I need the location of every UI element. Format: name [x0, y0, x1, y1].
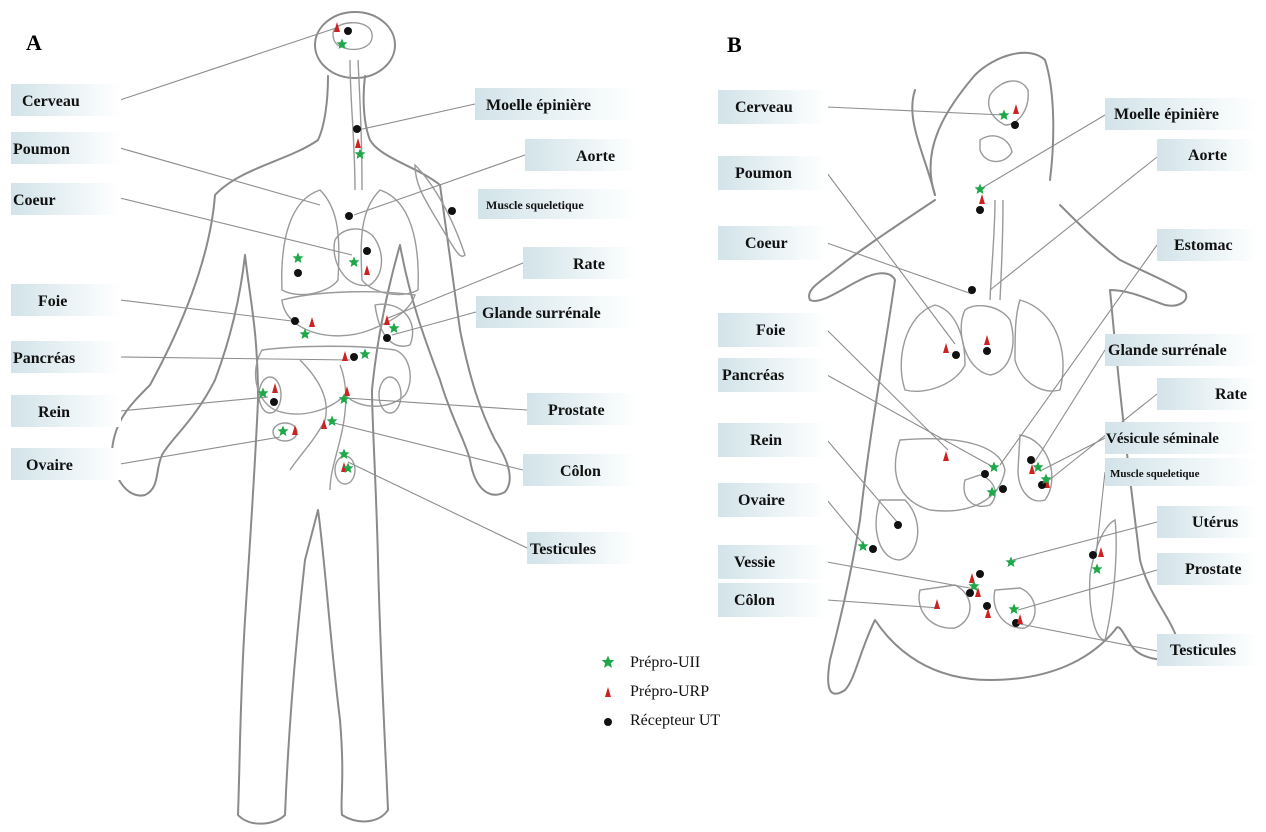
- label-uterus-b: Utérus: [1157, 506, 1258, 538]
- rat-leader-lines: [827, 107, 1157, 651]
- label-estomac-b: Estomac: [1157, 229, 1258, 261]
- label-text: Coeur: [13, 192, 56, 209]
- label-text: Rein: [750, 432, 782, 449]
- label-foie-a: Foie: [11, 284, 121, 316]
- label-glande-a: Glande surrénale: [476, 296, 637, 328]
- legend-label-urp: Prépro-URP: [630, 683, 709, 700]
- label-text: Prostate: [548, 402, 605, 419]
- label-text: Moelle épinière: [1114, 106, 1219, 123]
- label-text: Coeur: [745, 235, 788, 252]
- legend-item-uii: Prépro-UII: [602, 654, 701, 671]
- label-text: Foie: [38, 293, 67, 310]
- star-icon: [602, 656, 615, 668]
- label-rein-b: Rein: [718, 423, 828, 457]
- label-rate-a: Rate: [523, 247, 637, 279]
- rat-markers: [858, 104, 1105, 627]
- label-muscle-a: Muscle squeletique: [478, 189, 637, 219]
- label-text: Muscle squeletique: [1110, 468, 1200, 480]
- label-coeur-b: Coeur: [718, 226, 828, 260]
- label-coeur-a: Coeur: [11, 183, 121, 215]
- label-text: Cerveau: [735, 99, 793, 116]
- label-text: Foie: [756, 322, 785, 339]
- legend-label-uii: Prépro-UII: [630, 654, 700, 671]
- label-foie-b: Foie: [718, 313, 828, 347]
- legend: Prépro-UII Prépro-URP Récepteur UT: [602, 654, 721, 729]
- label-text: Testicules: [1170, 642, 1236, 659]
- label-text: Aorte: [576, 148, 615, 165]
- label-text: Vessie: [734, 554, 775, 571]
- label-text: Ovaire: [26, 457, 73, 474]
- label-poumon-a: Poumon: [11, 132, 121, 164]
- label-vesicule-b: Vésicule séminale: [1105, 422, 1258, 454]
- label-prostate-b: Prostate: [1157, 553, 1258, 585]
- human-leader-lines: [120, 28, 527, 548]
- label-text: Poumon: [735, 165, 792, 182]
- label-ovaire-a: Ovaire: [11, 448, 121, 480]
- label-text: Rate: [1215, 386, 1247, 403]
- label-colon-b: Côlon: [718, 583, 828, 617]
- triangle-icon: [605, 687, 611, 697]
- label-text: Vésicule séminale: [1106, 431, 1219, 447]
- label-aorte-a: Aorte: [525, 139, 637, 171]
- legend-item-ut: Récepteur UT: [604, 712, 720, 729]
- label-text: Testicules: [530, 541, 596, 558]
- dot-icon: [604, 718, 612, 726]
- label-testicules-a: Testicules: [527, 532, 637, 564]
- rat-drawing: [809, 53, 1186, 694]
- human-markers: [258, 22, 457, 473]
- label-cerveau-b: Cerveau: [718, 90, 828, 124]
- label-aorte-b: Aorte: [1157, 139, 1258, 171]
- label-muscle-b: Muscle squeletique: [1105, 458, 1258, 486]
- label-text: Aorte: [1188, 147, 1227, 164]
- label-testicules-b: Testicules: [1157, 634, 1258, 666]
- label-ovaire-b: Ovaire: [718, 483, 828, 517]
- label-text: Estomac: [1174, 237, 1233, 254]
- label-glande-b: Glande surrénale: [1105, 334, 1258, 366]
- label-moelle-b: Moelle épinière: [1105, 98, 1258, 130]
- label-text: Glande surrénale: [1108, 342, 1227, 359]
- panel-b-letter: B: [727, 32, 742, 57]
- label-vessie-b: Vessie: [718, 545, 828, 579]
- label-rate-b: Rate: [1157, 378, 1258, 410]
- label-moelle-a: Moelle épinière: [475, 88, 637, 120]
- label-poumon-b: Poumon: [718, 156, 828, 190]
- label-pancreas-a: Pancréas: [11, 341, 121, 373]
- human-body-drawing: [112, 12, 510, 824]
- label-text: Moelle épinière: [486, 97, 591, 114]
- label-text: Glande surrénale: [482, 305, 601, 322]
- label-text: Rate: [573, 256, 605, 273]
- label-cerveau-a: Cerveau: [11, 84, 121, 116]
- label-text: Prostate: [1185, 561, 1242, 578]
- label-prostate-a: Prostate: [527, 393, 637, 425]
- label-text: Utérus: [1192, 514, 1238, 531]
- label-colon-a: Côlon: [523, 454, 637, 486]
- label-rein-a: Rein: [11, 395, 121, 427]
- label-pancreas-b: Pancréas: [718, 358, 828, 392]
- label-text: Pancréas: [722, 367, 784, 384]
- label-text: Côlon: [734, 592, 775, 609]
- label-text: Poumon: [13, 141, 70, 158]
- label-text: Ovaire: [738, 492, 785, 509]
- label-text: Côlon: [560, 463, 601, 480]
- legend-label-ut: Récepteur UT: [630, 712, 720, 729]
- label-text: Cerveau: [22, 93, 80, 110]
- label-text: Muscle squeletique: [486, 198, 584, 212]
- panel-a-letter: A: [26, 30, 42, 55]
- label-text: Pancréas: [13, 350, 75, 367]
- label-text: Rein: [38, 404, 70, 421]
- legend-item-urp: Prépro-URP: [605, 683, 709, 700]
